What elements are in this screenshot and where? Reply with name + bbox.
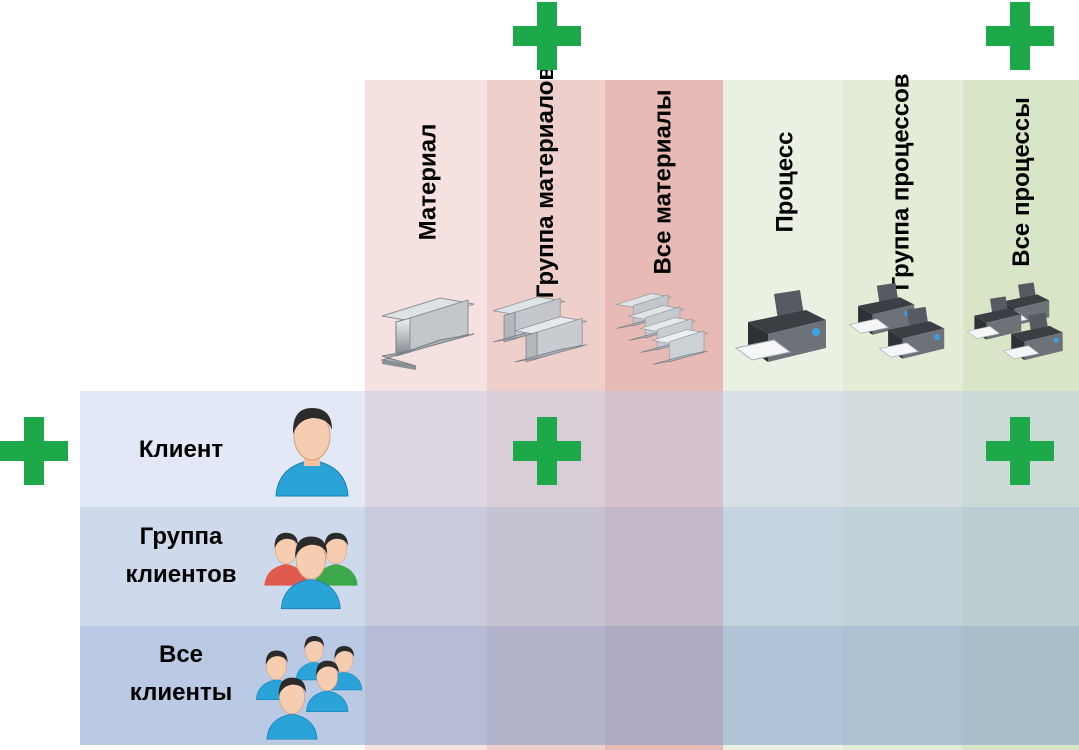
steel-beams-all-icon [616,293,708,365]
column-label-process: Процесс [772,131,799,233]
column-label-all-processes: Все процессы [1008,97,1035,267]
all-clients-icon [255,636,363,740]
plus-icon-left-of-client [0,417,68,485]
plus-icon-client-material-group [513,417,581,485]
plus-icon-above-all-processes [986,2,1054,70]
client-icon [275,408,349,497]
row-client-group-band [80,507,1079,626]
column-label-material-group: Группа материалов [532,65,560,299]
plus-icon-client-all-processes [986,417,1054,485]
row-label-all-clients: Все клиенты [129,641,233,706]
printer-icon [734,290,826,362]
client-group-icon [264,532,358,610]
column-label-all-materials: Все материалы [650,89,677,275]
column-label-process-group: Группа процессов [888,73,916,291]
steel-beam-icon [380,297,475,370]
row-all-clients-band [80,626,1079,745]
printers-group-icon [848,282,945,359]
row-label-client: Клиент [138,436,224,463]
row-label-client-group: Группа клиентов [125,523,237,588]
printers-all-icon [966,282,1063,361]
plus-icon-above-material-group [513,2,581,70]
column-label-material: Материал [414,123,441,241]
steel-beams-group-icon [493,296,587,363]
